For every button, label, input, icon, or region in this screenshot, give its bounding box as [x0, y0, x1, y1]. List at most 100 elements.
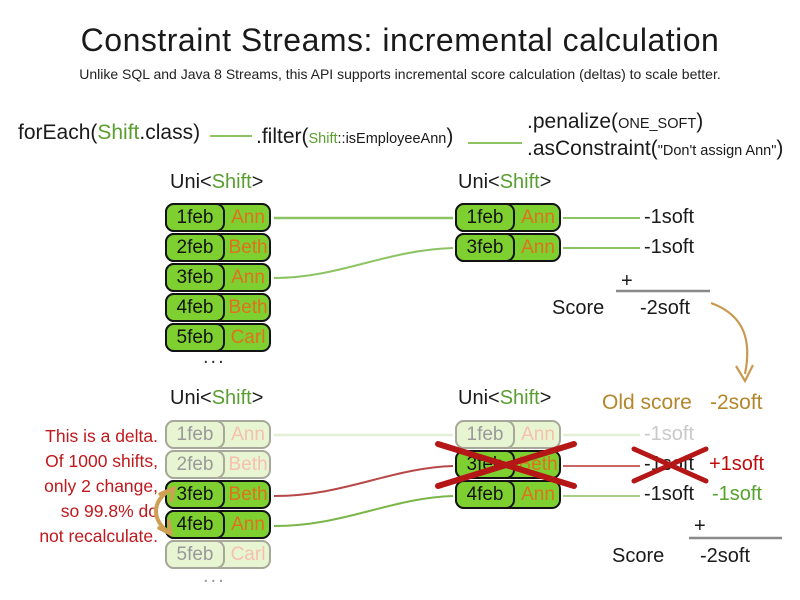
shift-name: Ann [521, 483, 555, 505]
type-name: Shift [211, 171, 252, 193]
shift-date: 2feb [165, 233, 225, 262]
code-asconstraint-post: ) [776, 137, 784, 160]
old-score-arrowhead [735, 364, 754, 384]
shift-name: Beth [228, 236, 268, 258]
penalty-label-inserted: -1soft [644, 483, 695, 505]
shift-name: Ann [231, 513, 265, 535]
code-filter-pre: .filter( [256, 125, 309, 148]
shift-date: 1feb [165, 420, 225, 449]
penalty-delta-new: -1soft [712, 483, 763, 505]
page-title: Constraint Streams: incremental calculat… [80, 22, 720, 58]
shift-name: Ann [231, 423, 265, 445]
shift-name: Ann [231, 206, 265, 228]
delta-note: This is a delta. Of 1000 shifts, only 2 … [8, 424, 158, 549]
score-value: -2soft [700, 545, 751, 567]
top-filtered-type-header: Uni<Shift> [458, 171, 551, 194]
shift-name: Ann [231, 266, 265, 288]
shift-name: Ann [521, 206, 555, 228]
code-penalize: .penalize(ONE_SOFT) [527, 110, 703, 134]
shift-date: 4feb [165, 293, 225, 322]
code-penalize-pre: .penalize( [527, 110, 619, 133]
shift-row-inserted: 4feb Ann [455, 480, 561, 509]
shift-name: Beth [228, 453, 268, 475]
page-subtitle: Unlike SQL and Java 8 Streams, this API … [79, 66, 721, 82]
old-score-value: -2soft [710, 391, 763, 414]
shift-name: Ann [521, 423, 555, 445]
penalty-label: -1soft [644, 206, 695, 228]
old-score-arrow [710, 301, 749, 375]
code-asconstraint-pre: .asConstraint( [527, 137, 658, 160]
shift-name: Beth [518, 453, 558, 475]
bottom-filtered-type-header: Uni<Shift> [458, 387, 551, 410]
penalty-label-unchanged: -1soft [644, 423, 695, 445]
shift-date: 3feb [165, 480, 225, 509]
delta-note-line: Of 1000 shifts, [45, 451, 158, 471]
code-filter-arg-rest: ::isEmployeeAnn [337, 131, 447, 147]
stream-connector-retracted [273, 465, 454, 497]
old-score-label: Old score [602, 391, 692, 414]
score-plus-sign: + [621, 270, 633, 292]
shift-row: 1feb Ann [455, 203, 561, 232]
shift-date: 1feb [455, 420, 515, 449]
type-pre: Uni< [170, 171, 212, 193]
code-asconstraint-arg: "Don't assign Ann" [657, 143, 777, 159]
delta-note-line: This is a delta. [45, 426, 158, 446]
shift-row: 3feb Ann [165, 263, 271, 292]
shift-date: 1feb [455, 203, 515, 232]
shift-row: 1feb Ann [165, 203, 271, 232]
code-foreach-post: .class) [139, 121, 201, 144]
bottom-source-type-header: Uni<Shift> [170, 387, 263, 410]
shift-date: 3feb [455, 233, 515, 262]
code-filter: .filter(Shift::isEmployeeAnn) [256, 125, 453, 149]
shift-name: Carl [230, 543, 266, 565]
shift-date: 1feb [165, 203, 225, 232]
penalty-label-retracted: -1soft [644, 453, 695, 475]
shift-date: 5feb [165, 323, 225, 352]
code-foreach: forEach(Shift.class) [18, 121, 200, 145]
code-penalize-arg: ONE_SOFT [618, 116, 697, 132]
code-foreach-pre: forEach( [18, 121, 98, 144]
code-filter-post: ) [446, 125, 454, 148]
score-label: Score [552, 297, 605, 319]
type-name: Shift [499, 387, 540, 409]
stream-connector-inserted [273, 495, 454, 527]
score-label: Score [612, 545, 665, 567]
type-name: Shift [499, 171, 540, 193]
type-post: > [539, 387, 552, 409]
shift-date: 3feb [165, 263, 225, 292]
type-post: > [251, 171, 264, 193]
shift-date: 3feb [455, 450, 515, 479]
more-rows-ellipsis: ... [203, 565, 226, 587]
penalty-delta-undo: +1soft [709, 453, 765, 475]
type-pre: Uni< [170, 387, 212, 409]
type-pre: Uni< [458, 171, 500, 193]
shift-name: Beth [228, 483, 268, 505]
shift-row-unchanged: 1feb Ann [165, 420, 271, 449]
more-rows-ellipsis: ... [203, 346, 226, 368]
code-penalize-post: ) [696, 110, 704, 133]
code-asconstraint: .asConstraint("Don't assign Ann") [527, 137, 783, 161]
score-value: -2soft [640, 297, 691, 319]
stream-connector-3feb [273, 247, 454, 279]
shift-row: 3feb Ann [455, 233, 561, 262]
shift-date: 5feb [165, 540, 225, 569]
code-filter-arg-class: Shift [308, 131, 338, 147]
shift-date: 2feb [165, 450, 225, 479]
penalty-label: -1soft [644, 236, 695, 258]
delta-note-line: only 2 change, [44, 476, 158, 496]
shift-name: Ann [521, 236, 555, 258]
shift-name: Beth [228, 296, 268, 318]
score-plus-sign: + [694, 515, 706, 537]
shift-date: 4feb [455, 480, 515, 509]
type-pre: Uni< [458, 387, 500, 409]
type-post: > [539, 171, 552, 193]
type-name: Shift [211, 387, 252, 409]
